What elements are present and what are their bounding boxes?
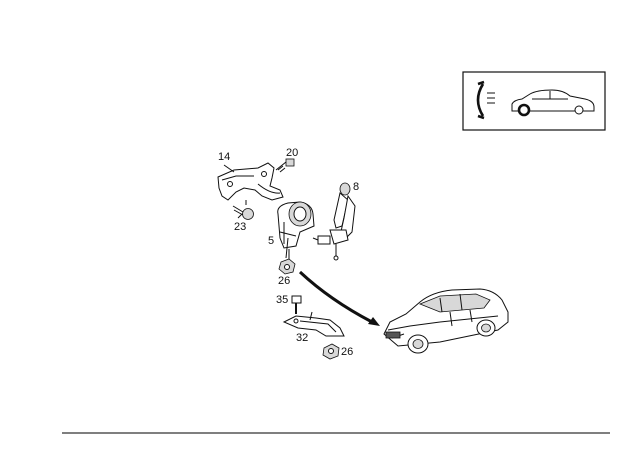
label-14: 14 [218,151,230,163]
label-5: 5 [268,235,274,247]
mounting-plate-32-icon [282,315,345,337]
leader-lines [237,213,313,321]
label-32: 32 [296,332,308,344]
bolt-23-icon [232,200,254,220]
nut-26-lower-icon [322,343,340,360]
label-20: 20 [286,147,298,159]
screw-35-icon [291,295,302,314]
label-26-lower: 26 [341,346,353,358]
arrow-to-vehicle-icon [298,270,380,326]
label-8: 8 [353,181,359,193]
sedan-car-icon [383,288,509,354]
label-26-upper: 26 [278,275,290,287]
bracket-part-icon [217,162,284,201]
screw-20-icon [275,158,295,173]
label-35: 35 [276,294,288,306]
headlamp-level-symbol-icon [462,71,606,131]
level-sensor-5-icon [277,201,331,249]
nut-26-upper-icon [278,249,296,275]
label-23: 23 [234,221,246,233]
linkage-arm-8-icon [329,182,356,261]
